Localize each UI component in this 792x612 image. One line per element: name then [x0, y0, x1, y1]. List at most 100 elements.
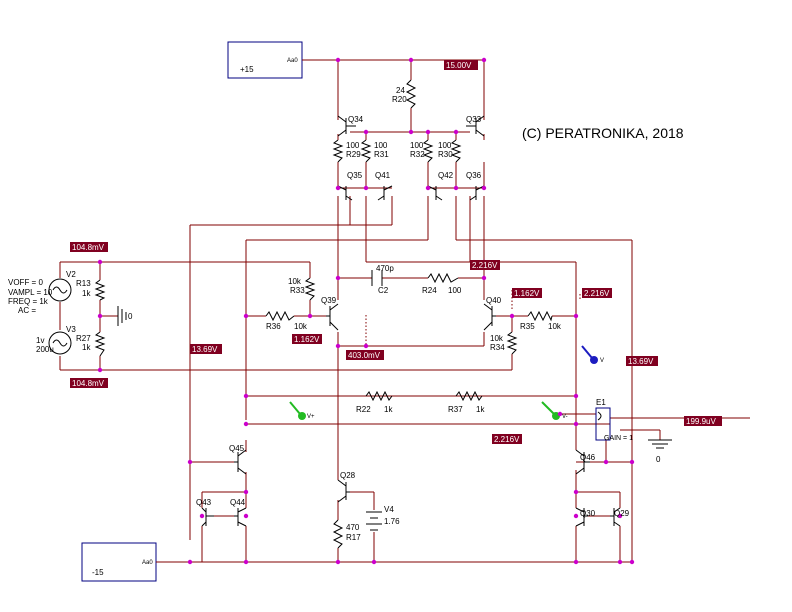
q45-symbol — [234, 449, 247, 475]
v2-freq: FREQ = 1k — [8, 297, 49, 306]
c2-value: 470p — [376, 264, 394, 273]
r35-name: R35 — [520, 322, 535, 331]
q43-label: Q43 — [196, 498, 212, 507]
e1-label: E1 — [596, 398, 606, 407]
voltage-tag-right: 13.69V — [628, 357, 654, 366]
v-probe[interactable]: V — [581, 345, 604, 364]
r17-symbol — [332, 519, 344, 549]
component-labels: 24 R20 100 R29 100 R31 100 R32 100 R30 Q… — [8, 86, 630, 542]
q46-symbol — [575, 449, 590, 475]
v3-val2: 200u — [36, 345, 54, 354]
e1-amplifier[interactable]: E1 GAIN = 1 — [595, 398, 633, 442]
r27-name: R27 — [76, 334, 91, 343]
q28-label: Q28 — [340, 471, 356, 480]
voltage-tag-left: 13.69V — [192, 345, 218, 354]
v3-symbol — [48, 331, 72, 355]
vplus-probe[interactable]: V+ — [289, 401, 315, 420]
v4-symbol — [366, 511, 382, 531]
v-label: V — [600, 358, 604, 364]
r27-symbol — [94, 331, 106, 357]
v4-value: 1.76 — [384, 517, 400, 526]
q34-label: Q34 — [348, 115, 364, 124]
positive-supply-label: +15 — [240, 65, 254, 74]
v2-name: V2 — [66, 270, 76, 279]
r20-name: R20 — [392, 95, 407, 104]
input-ground-label: 0 — [128, 312, 133, 321]
q40-label: Q40 — [486, 296, 502, 305]
r35-value: 10k — [548, 322, 562, 331]
c2-name: C2 — [378, 286, 389, 295]
copyright-text: (C) PERATRONIKA, 2018 — [522, 125, 684, 141]
positive-supply-box[interactable]: +15 Aa0 — [227, 41, 303, 79]
voltage-tag-emit: 403.0mV — [348, 351, 381, 360]
voltage-tag-in-bot: 104.8mV — [72, 379, 105, 388]
ground-symbols — [117, 306, 672, 449]
v2-symbol — [48, 278, 72, 302]
vplus-label: V+ — [307, 414, 315, 420]
voltage-tag-q40: 1.162V — [514, 289, 540, 298]
r32-symbol — [422, 139, 434, 163]
v4-name: V4 — [384, 505, 394, 514]
r33-symbol — [304, 277, 316, 301]
e1-gain: GAIN = 1 — [604, 435, 633, 442]
q33-label: Q33 — [466, 115, 482, 124]
q30-symbol — [575, 507, 588, 527]
r24-name: R24 — [422, 286, 437, 295]
transistor-symbols — [201, 115, 621, 527]
r36-symbol — [265, 310, 295, 322]
r31-symbol — [360, 139, 372, 163]
wires — [59, 59, 750, 563]
q35-label: Q35 — [347, 171, 363, 180]
dotted-wires — [365, 290, 581, 348]
r22-symbol — [365, 390, 393, 402]
q39-symbol — [326, 303, 339, 331]
r34-symbol — [506, 331, 518, 355]
voltage-tag-mid: 2.216V — [472, 261, 498, 270]
r37-name: R37 — [448, 405, 463, 414]
r32-value: 100 — [410, 141, 424, 150]
voltage-tags: 15.00V 104.8mV 104.8mV 2.216V 2.216V 2.2… — [70, 60, 722, 444]
r17-value: 470 — [346, 523, 360, 532]
voltage-tag-q39: 1.162V — [294, 335, 320, 344]
q36-label: Q36 — [466, 171, 482, 180]
r17-name: R17 — [346, 533, 361, 542]
r24-value: 100 — [448, 286, 462, 295]
r31-value: 100 — [374, 141, 388, 150]
q33-symbol — [466, 115, 485, 137]
r29-value: 100 — [346, 141, 360, 150]
r36-name: R36 — [266, 322, 281, 331]
q28-symbol — [337, 479, 350, 503]
r30-value: 100 — [438, 141, 452, 150]
voltage-tag-out: 199.9uV — [686, 417, 716, 426]
r29-name: R29 — [346, 150, 361, 159]
q44-label: Q44 — [230, 498, 246, 507]
q39-label: Q39 — [321, 296, 337, 305]
vminus-probe[interactable]: V- — [541, 401, 568, 420]
negative-supply-box[interactable]: -15 Aa0 — [81, 542, 157, 582]
r20-value: 24 — [396, 86, 405, 95]
r37-symbol — [455, 390, 483, 402]
r35-symbol — [527, 310, 553, 322]
q29-symbol — [610, 507, 621, 527]
r24-symbol — [427, 272, 459, 284]
r37-value: 1k — [476, 405, 485, 414]
q41-label: Q41 — [375, 171, 391, 180]
r27-value: 1k — [82, 343, 91, 352]
r13-symbol — [94, 279, 106, 301]
q29-label: Q29 — [614, 509, 630, 518]
r20-symbol — [405, 79, 417, 109]
r22-value: 1k — [384, 405, 393, 414]
input-ground-icon — [117, 306, 127, 326]
junction-dots — [97, 57, 635, 565]
r22-name: R22 — [356, 405, 371, 414]
v3-name: V3 — [66, 325, 76, 334]
r13-name: R13 — [76, 279, 91, 288]
r36-value: 10k — [294, 322, 308, 331]
resistor-symbols — [94, 79, 553, 549]
c2-symbol — [371, 270, 383, 286]
output-ground-icon — [648, 439, 672, 449]
vminus-label: V- — [562, 414, 568, 420]
r32-name: R32 — [410, 150, 425, 159]
q45-label: Q45 — [229, 444, 245, 453]
output-ground-label: 0 — [656, 455, 661, 464]
